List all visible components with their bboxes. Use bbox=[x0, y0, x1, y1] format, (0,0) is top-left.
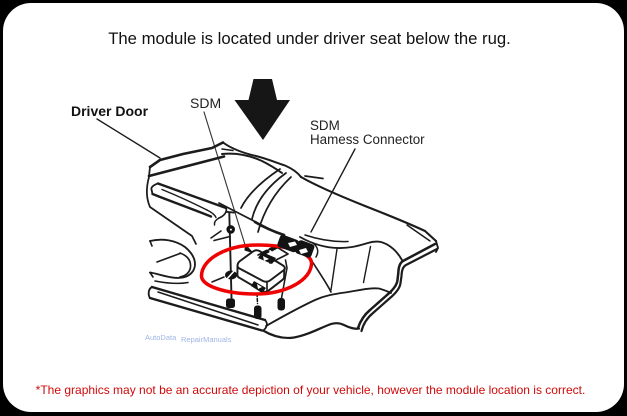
svg-text:RepairManuals: RepairManuals bbox=[181, 335, 232, 344]
svg-text:AutoData: AutoData bbox=[145, 333, 177, 342]
